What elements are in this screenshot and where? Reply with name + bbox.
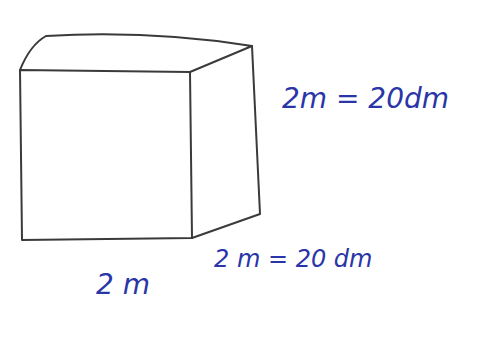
dimension-label: 2 m: [96, 270, 150, 301]
dimension-label: 2m = 20dm: [282, 84, 449, 115]
cube-side-edges: [192, 46, 260, 238]
cube-front-face: [20, 70, 192, 240]
cube-top-face: [20, 34, 252, 72]
dimension-label: 2 m = 20 dm: [214, 246, 372, 272]
